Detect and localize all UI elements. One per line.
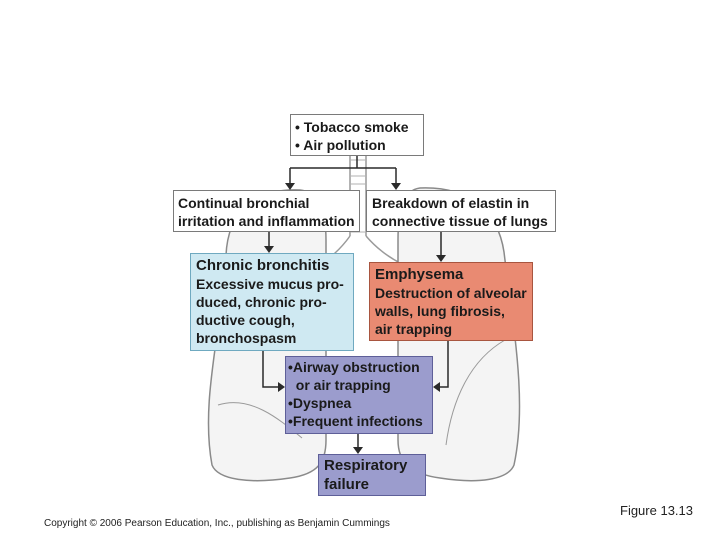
chronic-bronchitis-box: Chronic bronchitis Excessive mucus pro- … [190,253,354,351]
respiratory-failure-line: failure [324,476,370,493]
effects-line: or air trapping [288,377,391,393]
figure-label: Figure 13.13 [620,503,693,518]
chronic-bronchitis-title: Chronic bronchitis [196,257,330,274]
connector-bronchitis-effects [262,351,278,388]
arrowheads [264,183,446,454]
emphysema-line: Destruction of alveolar [375,285,527,301]
arrowhead [278,382,285,392]
arrowhead [353,447,363,454]
effects-line: •Dyspnea [288,395,352,411]
copyright-notice: Copyright © 2006 Pearson Education, Inc.… [44,518,390,529]
chronic-bronchitis-line: bronchospasm [196,330,297,346]
effects-line: •Airway obstruction [288,359,420,375]
connector-causes-split [290,156,396,169]
emphysema-line: walls, lung fibrosis, [375,303,505,319]
respiratory-failure-line: Respiratory [324,457,408,474]
irritation-line: Continual bronchial [178,195,310,211]
effects-box: •Airway obstruction or air trapping •Dys… [285,356,433,434]
elastin-line: Breakdown of elastin in [372,195,530,211]
causes-line: • Air pollution [295,137,386,153]
irritation-box: Continual bronchial irritation and infla… [173,190,360,232]
emphysema-line: air trapping [375,321,453,337]
chronic-bronchitis-line: ductive cough, [196,312,295,328]
connector-emphysema-effects [440,341,449,388]
emphysema-box: Emphysema Destruction of alveolar walls,… [369,262,533,341]
respiratory-failure-box: Respiratory failure [318,454,426,496]
lung-right-fissure [445,339,506,446]
arrowhead [433,382,440,392]
effects-line: •Frequent infections [288,413,423,429]
arrowhead [436,255,446,262]
arrowhead [391,183,401,190]
chronic-bronchitis-line: Excessive mucus pro- [196,276,344,292]
emphysema-title: Emphysema [375,266,464,283]
arrowhead [264,246,274,253]
elastin-box: Breakdown of elastin in connective tissu… [366,190,556,232]
arrowhead [285,183,295,190]
irritation-line: irritation and inflammation [178,213,355,229]
causes-line: • Tobacco smoke [295,119,409,135]
causes-box: • Tobacco smoke • Air pollution [290,114,424,156]
connectors [262,156,449,447]
chronic-bronchitis-line: duced, chronic pro- [196,294,327,310]
elastin-line: connective tissue of lungs [372,213,548,229]
